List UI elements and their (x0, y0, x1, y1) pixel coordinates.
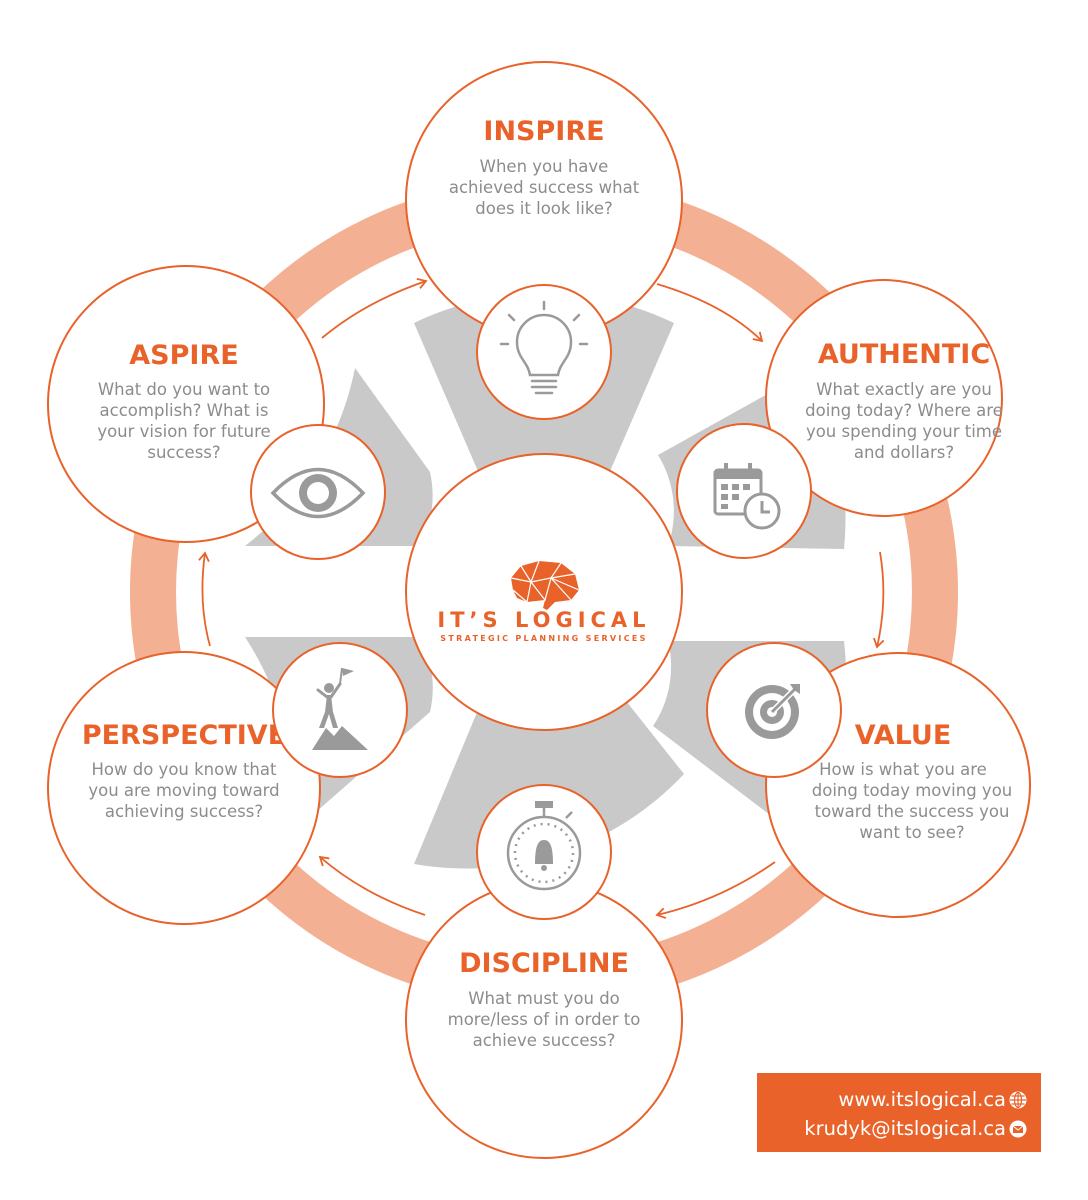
step-text-line: When you have (480, 157, 609, 176)
stopwatch-icon (506, 801, 582, 891)
step-title: ASPIRE (129, 340, 238, 371)
icon-badge-authentic (676, 423, 812, 559)
step-discipline: DISCIPLINE What must you do more/less of… (405, 881, 683, 1159)
step-text-line: How is what you are (819, 760, 987, 779)
step-text-line: How do you know that (92, 760, 278, 779)
step-text-line: you spending your time (806, 422, 1002, 441)
step-text-line: What exactly are you (816, 380, 992, 399)
summit-flag-icon (312, 667, 368, 750)
step-text-line: achieved success what (449, 178, 640, 197)
icon-badge-discipline (476, 784, 612, 920)
step-text-line: your vision for future (97, 422, 270, 441)
globe-icon (1009, 1091, 1027, 1108)
step-text-line: achieve success? (473, 1031, 616, 1050)
target-icon (745, 684, 800, 739)
icon-badge-perspective (272, 642, 408, 778)
mail-icon (1009, 1120, 1027, 1137)
step-text-line: more/less of in order to (448, 1010, 641, 1029)
contact-box: www.itslogical.ca krudyk@itslogical.ca (757, 1073, 1041, 1152)
step-authentic: AUTHENTIC What exactly are you doing tod… (765, 279, 1003, 517)
arrow-authentic-value (873, 551, 885, 649)
segment-discipline (414, 681, 684, 869)
step-inspire: INSPIRE When you have achieved success w… (405, 61, 683, 339)
email-link[interactable]: krudyk@itslogical.ca (804, 1117, 1006, 1140)
step-text-line: What must you do (468, 989, 620, 1008)
step-title: VALUE (855, 720, 952, 751)
calendar-clock-icon (713, 463, 781, 530)
website-row: www.itslogical.ca (757, 1085, 1027, 1114)
step-text-line: doing today? Where are (805, 401, 1003, 420)
step-perspective: PERSPECTIVE How do you know that you are… (47, 651, 321, 925)
email-row: krudyk@itslogical.ca (757, 1114, 1027, 1143)
flow-arrows (198, 278, 885, 919)
arrow-inspire-authentic (656, 283, 764, 343)
logo-tagline: STRATEGIC PLANNING SERVICES (440, 634, 647, 643)
step-text-line: toward the success you (815, 802, 1010, 821)
step-text-line: success? (147, 443, 220, 462)
icon-badge-inspire (476, 284, 612, 420)
step-title: INSPIRE (483, 116, 604, 147)
logo-name: IT’S LOGICAL (437, 608, 650, 632)
step-text-line: you are moving toward (88, 781, 279, 800)
step-title: PERSPECTIVE (82, 720, 286, 751)
arrow-aspire-inspire (321, 278, 428, 339)
arrow-discipline-perspective (318, 855, 426, 916)
lightbulb-icon (499, 300, 589, 395)
step-text-line: accomplish? What is (100, 401, 269, 420)
step-text-line: doing today moving you (812, 781, 1013, 800)
step-text-line: does it look like? (475, 199, 612, 218)
step-text-line: want to see? (859, 823, 964, 842)
step-title: DISCIPLINE (459, 948, 629, 979)
arrow-value-discipline (655, 861, 776, 919)
arrow-perspective-aspire (198, 551, 211, 647)
step-title: AUTHENTIC (818, 339, 990, 370)
website-link[interactable]: www.itslogical.ca (838, 1088, 1006, 1111)
step-text-line: achieving success? (105, 802, 263, 821)
icon-badge-aspire (250, 424, 386, 560)
eye-icon (270, 467, 366, 519)
brain-icon (510, 560, 580, 610)
step-text-line: and dollars? (854, 443, 954, 462)
step-text-line: What do you want to (98, 380, 270, 399)
icon-badge-value (706, 642, 842, 778)
